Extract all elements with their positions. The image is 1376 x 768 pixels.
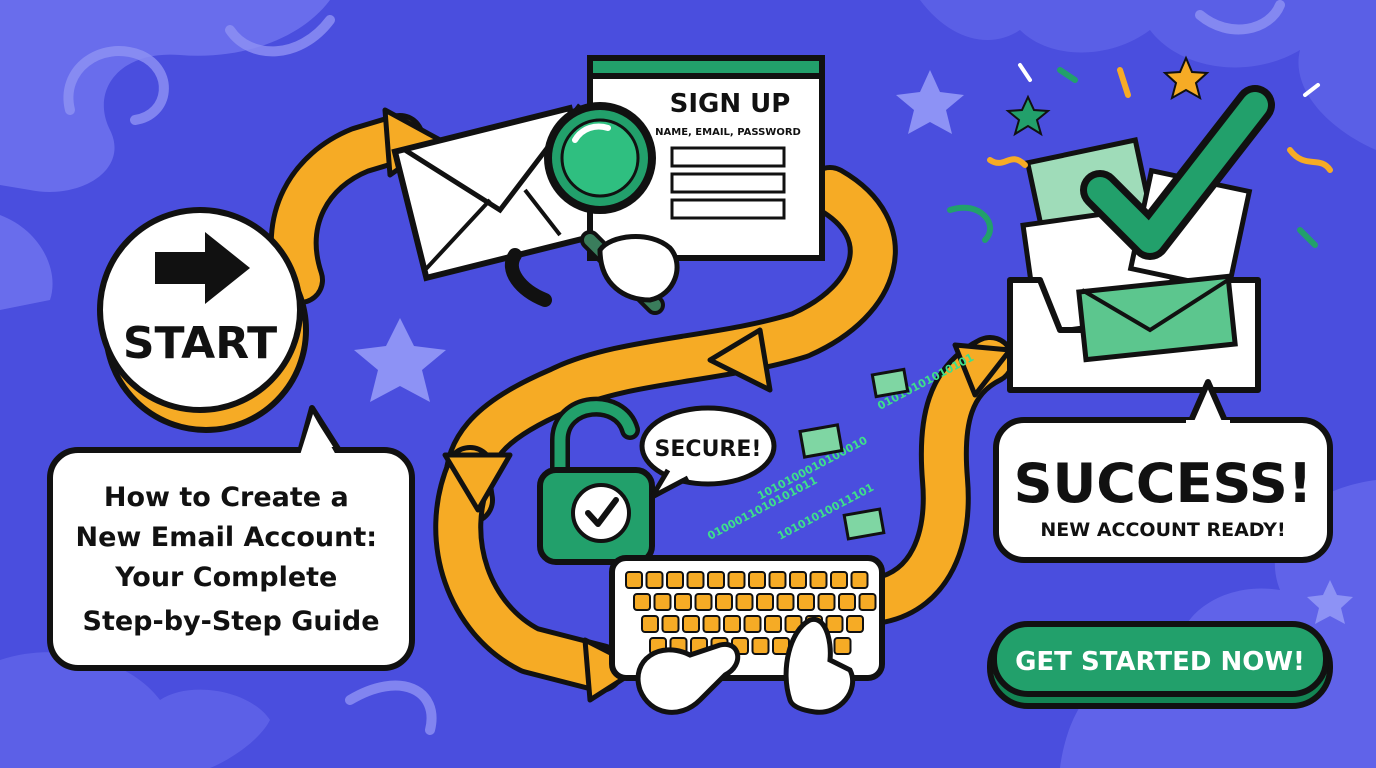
keyboard-key bbox=[686, 571, 705, 589]
get-started-label: GET STARTED NOW! bbox=[1015, 647, 1305, 677]
keyboard-key bbox=[715, 593, 733, 611]
magnifier-icon bbox=[504, 102, 680, 315]
small-envelope-icon bbox=[798, 367, 910, 541]
success-speech-bubble: SUCCESS! NEW ACCOUNT READY! bbox=[993, 379, 1333, 563]
keyboard-key bbox=[653, 593, 672, 611]
padlock-icon bbox=[537, 396, 655, 565]
svg-text:How to Create a New Emai: How to Create a New Email Account: Your … bbox=[76, 482, 387, 637]
keyboard-key bbox=[817, 593, 836, 611]
signup-name-field bbox=[670, 146, 786, 168]
keyboard-key bbox=[850, 571, 869, 589]
keyboard-key bbox=[674, 593, 692, 611]
keyboard-key bbox=[797, 593, 815, 611]
success-subline: NEW ACCOUNT READY! bbox=[1040, 519, 1285, 541]
start-label: START bbox=[123, 318, 277, 369]
keyboard-key bbox=[809, 571, 828, 589]
keyboard-key bbox=[661, 615, 680, 633]
background-swirl-lines bbox=[63, 0, 1285, 735]
keyboard-key bbox=[858, 593, 877, 611]
title-line-1: How to Create a bbox=[104, 482, 349, 513]
keyboard-key bbox=[846, 615, 864, 633]
keyboard-key bbox=[748, 571, 766, 589]
secure-speech-bubble: SECURE! bbox=[639, 405, 777, 500]
keyboard-key bbox=[830, 571, 848, 589]
keyboard-key bbox=[756, 593, 774, 611]
keyboard-key bbox=[743, 615, 762, 633]
keyboard-key bbox=[764, 615, 782, 633]
keyboard-key bbox=[735, 593, 754, 611]
keyboard-icon bbox=[609, 555, 885, 715]
title-line-3: Your Complete bbox=[114, 562, 337, 593]
keyboard-key bbox=[682, 615, 700, 633]
secure-label: SECURE! bbox=[655, 437, 762, 462]
confetti bbox=[947, 55, 1333, 248]
star-icon bbox=[354, 70, 1353, 624]
keyboard-key bbox=[825, 615, 844, 633]
signup-title: SIGN UP bbox=[670, 89, 791, 119]
keyboard-key bbox=[723, 615, 741, 633]
keyboard-key bbox=[833, 637, 852, 655]
keyboard-key bbox=[645, 571, 664, 589]
keyboard-key bbox=[838, 593, 856, 611]
keyboard-key bbox=[694, 593, 713, 611]
keyboard-key bbox=[702, 615, 721, 633]
keyboard-key bbox=[633, 593, 651, 611]
signup-password-field bbox=[670, 198, 786, 220]
keyboard-key bbox=[768, 571, 787, 589]
flow-arrow-path bbox=[268, 113, 1015, 693]
title-line-4: Step-by-Step Guide bbox=[83, 606, 380, 637]
signup-email-field bbox=[670, 172, 786, 194]
keyboard-key bbox=[625, 571, 643, 589]
keyboard-key bbox=[727, 571, 746, 589]
keyboard-key bbox=[707, 571, 725, 589]
keyboard-key bbox=[789, 571, 807, 589]
arrow-right-icon bbox=[155, 232, 250, 304]
keyboard-key bbox=[641, 615, 659, 633]
start-badge: START bbox=[97, 207, 309, 433]
keyboard-key bbox=[666, 571, 684, 589]
keyboard-key bbox=[776, 593, 795, 611]
success-headline: SUCCESS! bbox=[1014, 452, 1313, 515]
title-speech-bubble: How to Create a New Email Account: Your … bbox=[47, 405, 415, 671]
signup-fields-caption: NAME, EMAIL, PASSWORD bbox=[655, 127, 801, 138]
checkmark-icon bbox=[1080, 85, 1275, 260]
title-line-2: New Email Account: bbox=[76, 522, 378, 553]
keyboard-key bbox=[751, 637, 770, 655]
get-started-button[interactable]: GET STARTED NOW! bbox=[987, 621, 1333, 709]
